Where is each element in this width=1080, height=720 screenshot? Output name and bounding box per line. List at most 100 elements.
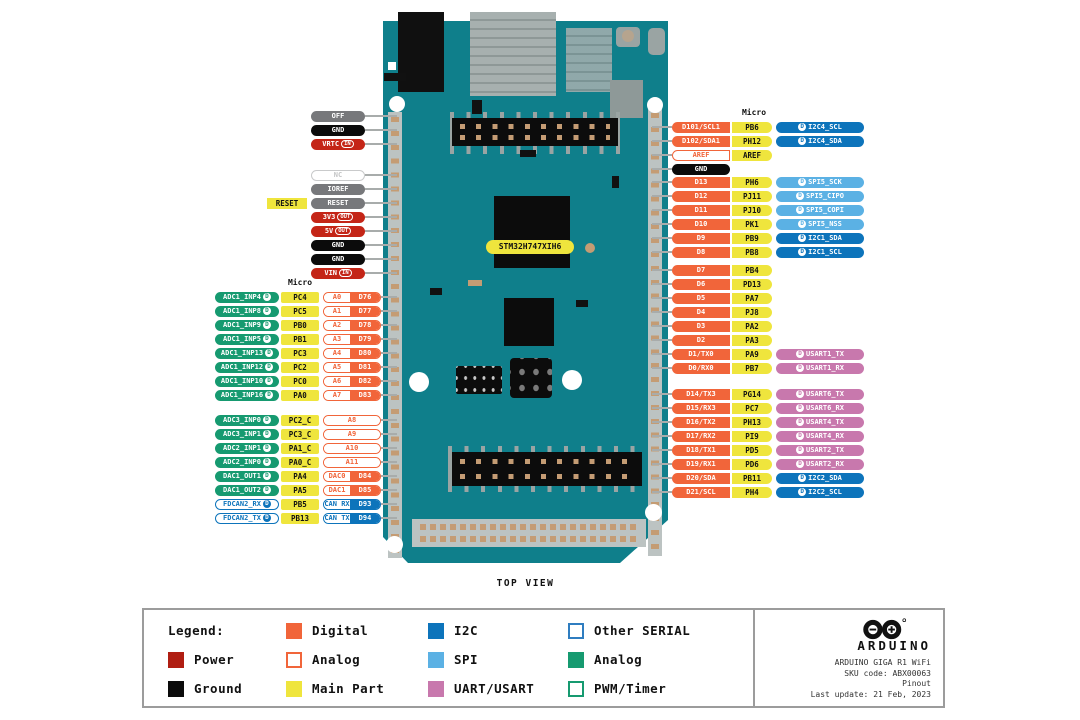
pin-label-text: USART2_TX xyxy=(806,446,844,454)
pin-label-text: D4 xyxy=(696,308,706,316)
pin-label-d11: D11 xyxy=(672,204,730,216)
pin-label-d7: D7 xyxy=(672,264,730,276)
leader-line xyxy=(652,407,672,409)
legend-item-other-serial: Other SERIAL xyxy=(568,616,753,645)
leader-line xyxy=(365,143,397,145)
pin-label-text: D11 xyxy=(694,206,708,214)
pin-label-text: RESET xyxy=(327,199,349,207)
leader-line xyxy=(381,475,397,477)
bus-segment-dac1: DAC1 xyxy=(324,485,350,495)
left-pin-strip xyxy=(388,112,402,558)
legend-item-i2c: I2C xyxy=(428,616,568,645)
pin-label-gnd: GND xyxy=(311,124,365,136)
leader-line xyxy=(652,269,672,271)
bus-segment-d83: D83 xyxy=(350,390,380,400)
micro-header: Micro xyxy=(287,278,313,287)
d-badge: D xyxy=(796,390,805,398)
legend-item-ground: Ground xyxy=(168,674,286,703)
micro-label-pc2-c: PC2_C xyxy=(281,414,319,426)
micro-label-pc0: PC0 xyxy=(281,375,319,387)
bus-segment-d82: D82 xyxy=(350,376,380,386)
leader-line xyxy=(381,394,397,396)
leader-line xyxy=(652,126,672,128)
d-badge: D xyxy=(796,404,805,412)
pin-label-text: USART4_TX xyxy=(806,418,844,426)
micro-label-pb9: PB9 xyxy=(732,232,772,244)
pin-label-text: D14/TX3 xyxy=(686,390,716,398)
bus-segment-can-tx: CAN TX xyxy=(324,513,350,523)
d-badge: D xyxy=(798,220,807,228)
reset-button-cap xyxy=(622,30,634,42)
leader-line xyxy=(652,311,672,313)
legend-label: Legend: xyxy=(168,623,225,638)
leader-line xyxy=(652,367,672,369)
leader-line xyxy=(381,503,397,505)
legend-label: Other SERIAL xyxy=(594,623,691,638)
d-badge: D xyxy=(262,486,271,494)
in-badge: IN xyxy=(341,140,354,148)
brand-name: ARDUINO xyxy=(857,638,931,653)
pin-row: OFF xyxy=(311,109,397,123)
micro-label-pc3-c: PC3_C xyxy=(281,428,319,440)
pin-label-text: D0/RX0 xyxy=(688,364,714,372)
leader-line xyxy=(652,477,672,479)
product-info: ARDUINO GIGA R1 WiFi SKU code: ABX00063 … xyxy=(811,658,931,700)
leader-line xyxy=(652,237,672,239)
leader-line xyxy=(381,489,397,491)
mounting-hole xyxy=(409,372,429,392)
micro-label-aref: AREF xyxy=(732,149,772,161)
pin-label-text: DAC1_OUT1 xyxy=(223,472,261,480)
pin-label-d3: D3 xyxy=(672,320,730,332)
pin-label-text: D10 xyxy=(694,220,708,228)
pin-label-aref: AREF xyxy=(672,149,730,161)
leader-line xyxy=(652,297,672,299)
pin-label-text: I2C4_SDA xyxy=(808,137,842,145)
legend-swatch-pwm-timer xyxy=(568,680,584,697)
legend-label: Analog xyxy=(594,652,643,667)
pin-label-off: OFF xyxy=(311,110,365,122)
pin-label-text: D2 xyxy=(696,336,706,344)
pin-label-text: D20/SDA xyxy=(686,474,716,482)
pin-label-text: NC xyxy=(333,171,343,179)
pin-label-text: 3V3 xyxy=(322,213,336,221)
smd-part xyxy=(388,62,396,70)
bus-segment-d84: D84 xyxy=(350,471,380,481)
mounting-hole xyxy=(389,96,405,112)
bus-label-a9: A9 xyxy=(323,428,381,440)
extra-label-reset: RESET xyxy=(267,197,307,209)
pin-label-text: D15/RX3 xyxy=(686,404,716,412)
leader-line xyxy=(365,115,397,117)
pin-label-text: ADC1_INP16 xyxy=(220,391,264,399)
micro-label-ph12: PH12 xyxy=(732,135,772,147)
leader-line xyxy=(652,491,672,493)
pin-label-d16-tx2: D16/TX2 xyxy=(672,416,730,428)
pin-label-text: SPI5_CIPO xyxy=(806,192,844,200)
legend-label: I2C xyxy=(454,623,479,638)
d-badge: D xyxy=(796,460,805,468)
micro-label-pb11: PB11 xyxy=(732,472,772,484)
